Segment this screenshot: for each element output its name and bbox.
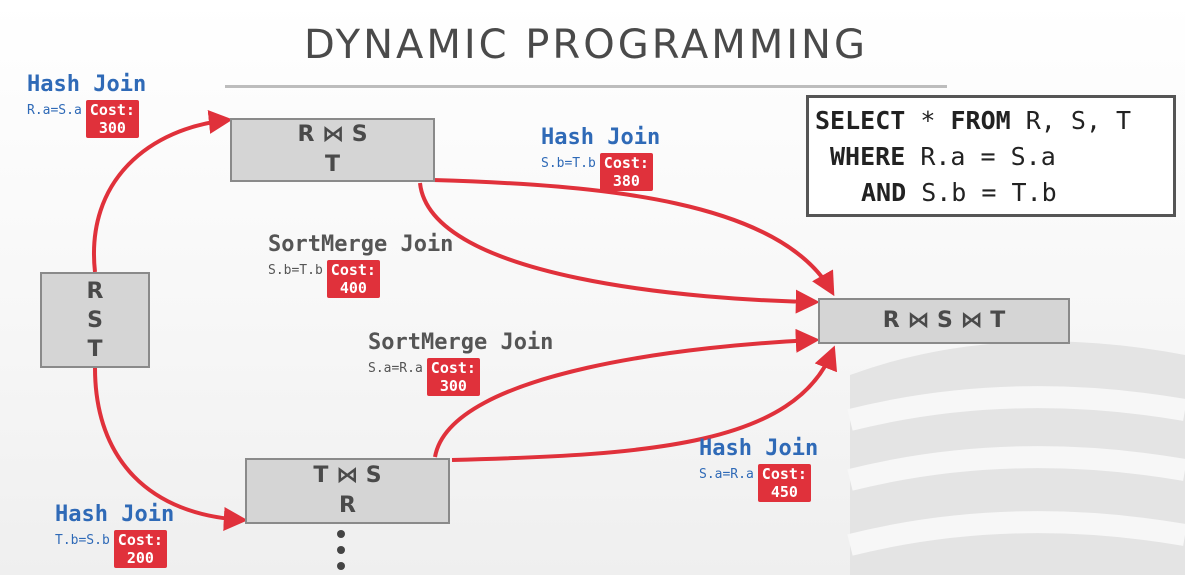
join-operator: Hash Join	[541, 125, 661, 150]
node-final-join: R ⋈ S ⋈ T	[818, 298, 1070, 344]
node-line: S	[87, 307, 103, 333]
sql-line-select: SELECT * FROM R, S, T	[815, 103, 1131, 139]
node-ts-join-r: T ⋈ S R	[245, 458, 450, 524]
join-condition: S.a=R.a	[368, 361, 423, 376]
join-condition: S.b=T.b	[268, 263, 323, 278]
cost-label: Cost:	[89, 101, 135, 119]
cost-label: Cost:	[117, 531, 163, 549]
cost-value: 200	[126, 549, 154, 567]
sql-text: S.b = T.b	[906, 178, 1057, 207]
sql-keyword: FROM	[950, 106, 1011, 135]
node-line: R	[339, 493, 356, 518]
sql-text: R.a = S.a	[905, 142, 1056, 171]
node-line: T ⋈ S	[313, 463, 382, 488]
title-divider	[225, 85, 947, 88]
sql-text: *	[905, 106, 951, 135]
join-condition: S.b=T.b	[541, 156, 596, 171]
label-rs-hash: Hash Join S.b=T.b Cost: 380	[541, 125, 660, 191]
cost-badge: Cost: 400	[326, 260, 380, 298]
cost-badge: Cost: 380	[599, 153, 653, 191]
sql-keyword: SELECT	[815, 106, 906, 135]
label-rs-sortmerge: SortMerge Join S.b=T.b Cost: 400	[268, 232, 453, 298]
join-operator: Hash Join	[27, 72, 147, 97]
node-line: T	[324, 152, 340, 177]
cost-value: 380	[612, 172, 640, 190]
cost-value: 450	[770, 483, 798, 501]
label-ts-hash: Hash Join S.a=R.a Cost: 450	[699, 436, 818, 502]
edge-start-to-rs	[91, 110, 233, 273]
join-operator: Hash Join	[55, 502, 175, 527]
sql-line-and: AND S.b = T.b	[861, 175, 1057, 211]
cost-label: Cost:	[603, 154, 649, 172]
sql-line-where: WHERE R.a = S.a	[830, 139, 1056, 175]
cost-badge: Cost: 300	[426, 358, 480, 396]
edge-ts-sortmerge	[433, 328, 820, 458]
cost-badge: Cost: 450	[757, 464, 811, 502]
label-start-to-ts: Hash Join T.b=S.b Cost: 200	[55, 502, 174, 568]
node-line: T	[87, 336, 103, 362]
join-condition: T.b=S.b	[55, 533, 110, 548]
edge-start-to-ts	[93, 367, 248, 531]
edge-ts-hash	[451, 345, 837, 462]
cost-badge: Cost: 200	[113, 530, 167, 568]
edge-rs-sortmerge	[418, 182, 820, 314]
join-condition: R.a=S.a	[27, 103, 82, 118]
cost-label: Cost:	[330, 261, 376, 279]
cost-badge: Cost: 300	[85, 100, 139, 138]
page-title: DYNAMIC PROGRAMMING	[304, 22, 868, 68]
node-line: R ⋈ S ⋈ T	[882, 308, 1006, 333]
label-ts-sortmerge: SortMerge Join S.a=R.a Cost: 300	[368, 330, 553, 396]
cost-value: 400	[339, 279, 367, 297]
cost-label: Cost:	[430, 359, 476, 377]
join-operator: SortMerge Join	[368, 330, 554, 355]
sql-keyword: AND	[861, 178, 907, 207]
sql-query-box: SELECT * FROM R, S, T WHERE R.a = S.a AN…	[806, 95, 1176, 217]
node-rs-join-t: R ⋈ S T	[230, 118, 435, 182]
cost-value: 300	[98, 119, 126, 137]
edge-rs-hash	[432, 178, 835, 297]
node-line: R	[86, 278, 104, 304]
node-line: R ⋈ S	[297, 122, 368, 147]
continuation-dots	[337, 530, 345, 578]
node-rst: R S T	[40, 272, 150, 368]
cost-label: Cost:	[761, 465, 807, 483]
sql-keyword: WHERE	[830, 142, 906, 171]
label-start-to-rs: Hash Join R.a=S.a Cost: 300	[27, 72, 146, 138]
join-operator: Hash Join	[699, 436, 819, 461]
join-operator: SortMerge Join	[268, 232, 454, 257]
sql-text: R, S, T	[1010, 106, 1132, 135]
cost-value: 300	[439, 377, 467, 395]
join-condition: S.a=R.a	[699, 467, 754, 482]
